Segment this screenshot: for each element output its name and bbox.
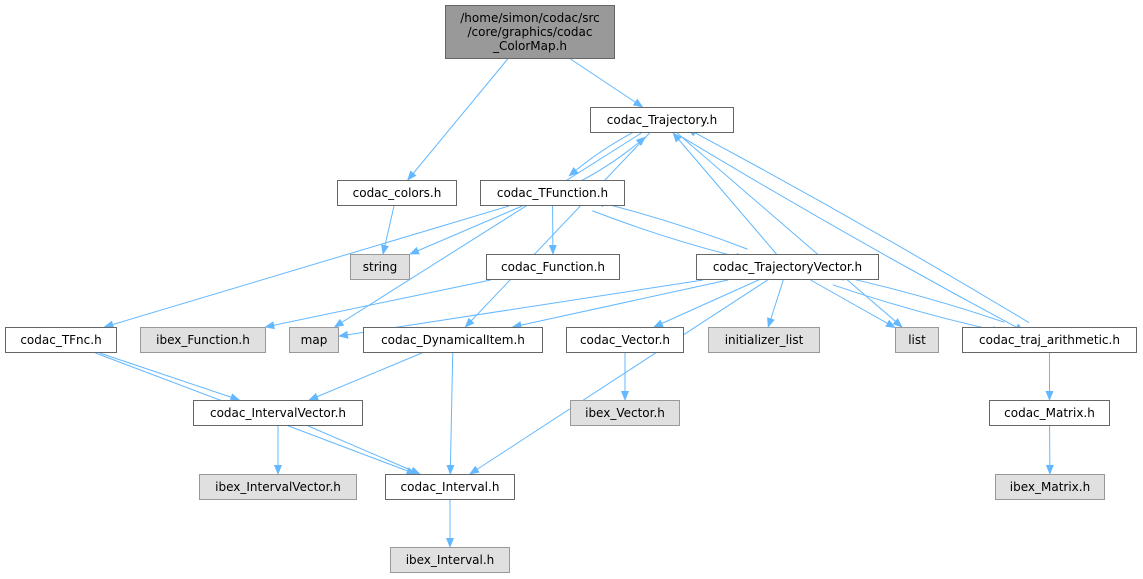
edge-dynitem-to-intervalvector [308,352,423,401]
file-node-ibex-vector: ibex_Vector.h [570,400,680,426]
edge-trajectory-to-dynitem [464,132,651,328]
edge-trajvector-to-tfunction [594,199,748,250]
edge-traj_arith-to-trajectory [686,128,1030,324]
edge-trajectory-to-map [333,132,642,328]
edge-trajectory-to-list [676,132,903,328]
file-node-vector[interactable]: codac_Vector.h [566,327,684,353]
file-node-tfnc[interactable]: codac_TFnc.h [5,327,117,353]
file-node-ibex-interval-vector: ibex_IntervalVector.h [199,474,357,500]
edge-colors_h-to-string [381,205,395,255]
file-node-trajectory-vector[interactable]: codac_TrajectoryVector.h [696,254,879,280]
file-node-interval[interactable]: codac_Interval.h [385,474,515,500]
edge-traj_arith-to-trajvector [834,273,1005,323]
file-node-interval-vector[interactable]: codac_IntervalVector.h [193,400,363,426]
file-node-ibex-interval: ibex_Interval.h [390,547,510,573]
file-node-traj-arithmetic[interactable]: codac_traj_arithmetic.h [962,327,1137,353]
file-node-ibex-function: ibex_Function.h [140,327,266,353]
edge-root-to-trajectory [570,58,644,108]
edge-trajvector-to-trajectory [672,132,777,255]
file-node-initializer-list: initializer_list [708,327,820,353]
edge-tfnc-to-intervalvector [99,352,241,401]
file-node-trajectory[interactable]: codac_Trajectory.h [590,107,734,133]
file-node-ibex-matrix: ibex_Matrix.h [995,474,1105,500]
edge-dynitem-to-interval [446,352,455,475]
root-file-node-colormap: /home/simon/codac/src/core/graphics/coda… [445,5,615,59]
edge-root-to-colors_h [407,58,509,181]
edge-trajvector-to-interval [469,279,768,475]
edge-trajectory-to-tfunction [568,128,640,177]
file-node-function[interactable]: codac_Function.h [486,254,620,280]
edge-trajvector-to-init_list [767,279,784,328]
edge-trajvector-to-vector [653,279,759,328]
edge-trajvector-to-traj_arith [832,284,1003,334]
file-node-string: string [350,254,410,280]
edge-trajectory-to-traj_arith [682,136,1026,332]
file-node-tfunction[interactable]: codac_TFunction.h [480,180,625,206]
edge-trajvector-to-list [810,279,896,329]
file-node-dynamical-item[interactable]: codac_DynamicalItem.h [363,327,543,353]
edge-trajvector-to-dynitem [511,279,729,329]
file-node-colors[interactable]: codac_colors.h [337,180,457,206]
edge-tfunction-to-string [409,205,523,255]
file-node-map: map [289,327,339,353]
edge-tfunction-to-trajectory [574,136,647,185]
edge-tfunction-to-trajvector [592,210,746,261]
edge-function-to-ibex_function [264,279,491,330]
file-node-matrix[interactable]: codac_Matrix.h [989,400,1110,426]
edge-tfunction-to-tfnc [103,205,510,329]
file-node-list: list [895,327,939,353]
edge-intervalvector-to-interval [308,425,421,475]
